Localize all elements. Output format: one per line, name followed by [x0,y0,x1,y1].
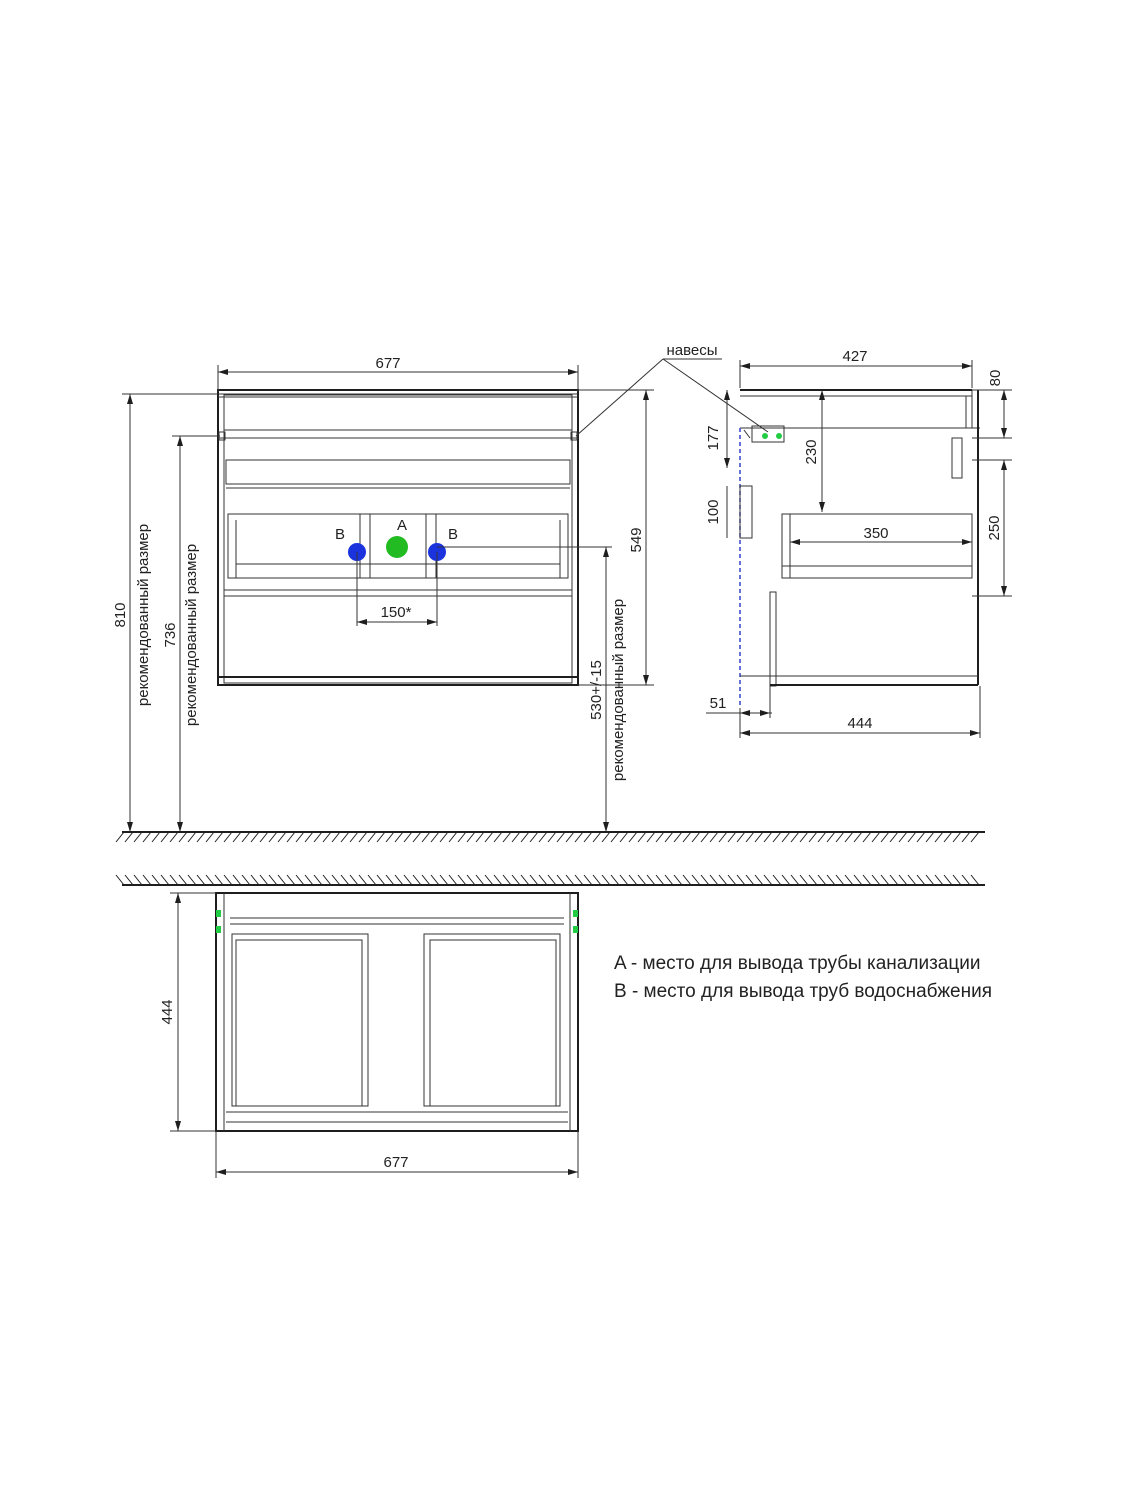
label-b-right: B [448,526,458,543]
floor-line [115,831,985,843]
legend-a: A - место для вывода трубы канализации [614,953,980,974]
side-view: 427 80 177 100 230 350 250 [705,348,1012,738]
label-b-left: B [335,526,345,543]
legend: A - место для вывода трубы канализации B… [614,953,992,1002]
plan-view: 444 677 [115,874,985,1178]
hinge-point-1 [762,433,768,439]
plan-hinge-2 [216,926,221,933]
legend-b: B - место для вывода труб водоснабжения [614,981,992,1002]
front-width-label: 677 [375,355,400,372]
plan-depth-label: 444 [159,999,176,1024]
front-cabinet-outline [217,389,579,686]
overall-height-note: рекомендованный размер [135,524,152,706]
drain-pipe-a [386,536,408,558]
side-hinge-bracket [751,425,785,443]
plan-width-label: 677 [383,1154,408,1171]
front-height-label: 549 [628,527,645,552]
drawer-height-label: 250 [986,515,1003,540]
top-thickness-label: 80 [987,370,1004,387]
plan-hinge-1 [216,910,221,917]
side-bracket [739,485,753,539]
bracket-height-label: 100 [705,499,722,524]
side-depth-top-label: 427 [842,348,867,365]
hinges-label: навесы [666,342,717,359]
side-drawer [781,513,973,579]
side-depth-bottom-label: 444 [847,715,872,732]
wall-offset-label: 51 [710,695,727,712]
sink-height-label: 736 [162,622,179,647]
hinge-right [570,431,578,441]
hinge-point-2 [776,433,782,439]
hinge-offset-label: 177 [705,425,722,450]
pipe-height-label: 530+/-15 [588,660,605,720]
pipe-spacing-label: 150* [381,604,412,621]
plan-hinge-3 [573,910,578,917]
sink-height-note: рекомендованный размер [183,544,200,726]
overall-height-label: 810 [112,602,129,627]
drawer-gap-label: 230 [803,439,820,464]
pipe-height-note: рекомендованный размер [610,599,627,781]
front-view: B A B 677 150* 549 530+/-15 рекомендован… [112,342,769,832]
label-a: A [397,517,407,534]
plan-hinge-4 [573,926,578,933]
plan-drawer-right [423,933,561,1107]
drawer-depth-label: 350 [863,525,888,542]
plan-cabinet-outline [215,892,579,1132]
plan-drawer-left [231,933,369,1107]
